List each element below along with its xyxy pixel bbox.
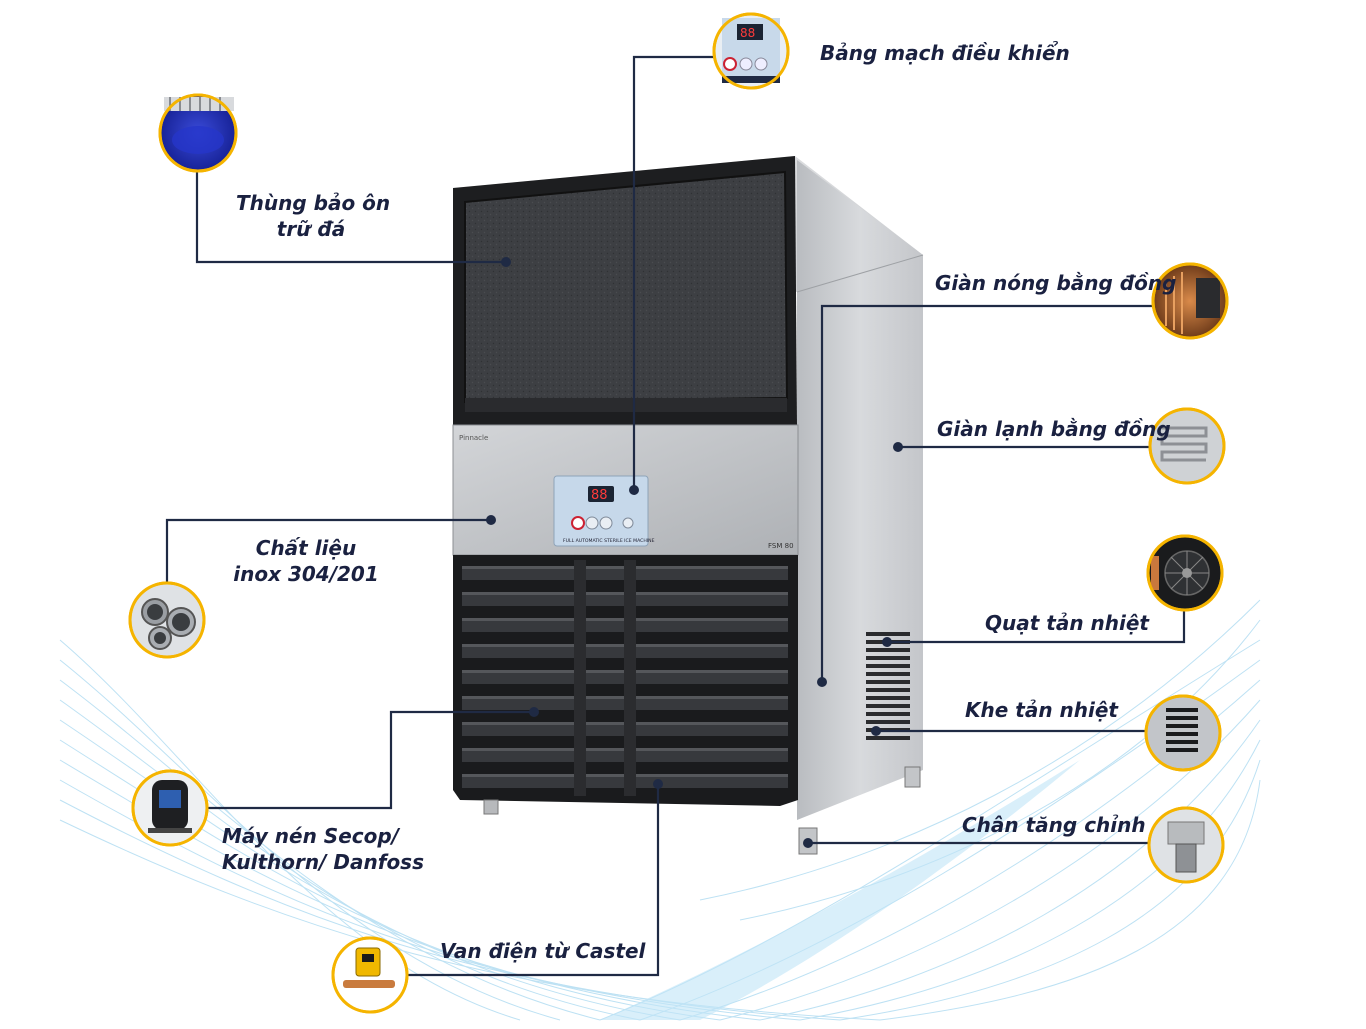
insulated-bin-icon: [158, 93, 238, 173]
side-vent-slot: [866, 712, 910, 716]
label-compressor: Máy nén Secop/ Kulthorn/ Danfoss: [222, 823, 424, 875]
ice-bin-door: [464, 170, 789, 404]
control-panel: 88 FULL AUTOMATIC STERILE ICE MACHINE: [553, 475, 655, 547]
side-vent-slots: [866, 632, 910, 740]
copper-condenser-icon: [1151, 262, 1229, 340]
label-material-line1: Chất liệu: [255, 536, 357, 560]
ice-machine: Pinnacle 88 FULL AUTOMATIC STERILE ICE M…: [452, 156, 924, 855]
model-label: FSM 80: [768, 542, 794, 550]
vent-slots-icon: [1144, 694, 1222, 772]
compressor-icon: [131, 769, 209, 847]
adjustable-foot-icon: [1147, 806, 1225, 884]
leader-dots: [486, 257, 903, 848]
solenoid-valve-icon: [331, 936, 409, 1014]
label-compressor-line2: Kulthorn/ Danfoss: [222, 850, 424, 874]
label-ice-bin-line1: Thùng bảo ôn: [236, 191, 391, 215]
leader-lines: [165, 55, 1186, 977]
steel-pipes-icon: [128, 581, 206, 659]
label-ice-bin: Thùng bảo ôn trữ đá: [236, 190, 391, 242]
label-material-line2: inox 304/201: [233, 562, 379, 586]
brand-label: Pinnacle: [459, 434, 488, 442]
control-panel-icon: 88: [712, 12, 790, 90]
machine-foot: [483, 799, 499, 815]
label-feet: Chân tăng chỉnh: [962, 813, 1146, 837]
copper-evaporator-icon: [1148, 407, 1226, 485]
side-vent-slot: [866, 736, 910, 740]
label-fan: Quạt tản nhiệt: [985, 611, 1149, 635]
side-vent-slot: [866, 656, 910, 660]
label-evaporator: Giàn lạnh bằng đồng: [937, 417, 1171, 441]
label-compressor-line1: Máy nén Secop/: [222, 824, 399, 848]
panel-caption: FULL AUTOMATIC STERILE ICE MACHINE: [563, 538, 655, 544]
side-vent-slot: [866, 672, 910, 676]
side-vent-slot: [866, 696, 910, 700]
side-vent-slot: [866, 664, 910, 668]
side-vent-slot: [866, 632, 910, 636]
label-condenser: Giàn nóng bằng đồng: [935, 271, 1177, 295]
panel-display-value: 88: [591, 488, 608, 503]
machine-side-panel: [797, 160, 923, 820]
side-vent-slot: [866, 648, 910, 652]
side-vent-slot: [866, 704, 910, 708]
label-control-board: Bảng mạch điều khiển: [820, 41, 1070, 65]
label-ice-bin-line2: trữ đá: [276, 217, 346, 241]
side-vent-slot: [866, 680, 910, 684]
label-vent: Khe tản nhiệt: [965, 698, 1118, 722]
svg-text:88: 88: [740, 26, 755, 40]
label-material: Chất liệu inox 304/201: [226, 535, 386, 587]
cooling-fan-icon: [1146, 534, 1224, 612]
machine-foot: [904, 766, 921, 788]
side-vent-slot: [866, 688, 910, 692]
label-valve: Van điện từ Castel: [440, 939, 646, 963]
side-vent-slot: [866, 720, 910, 724]
